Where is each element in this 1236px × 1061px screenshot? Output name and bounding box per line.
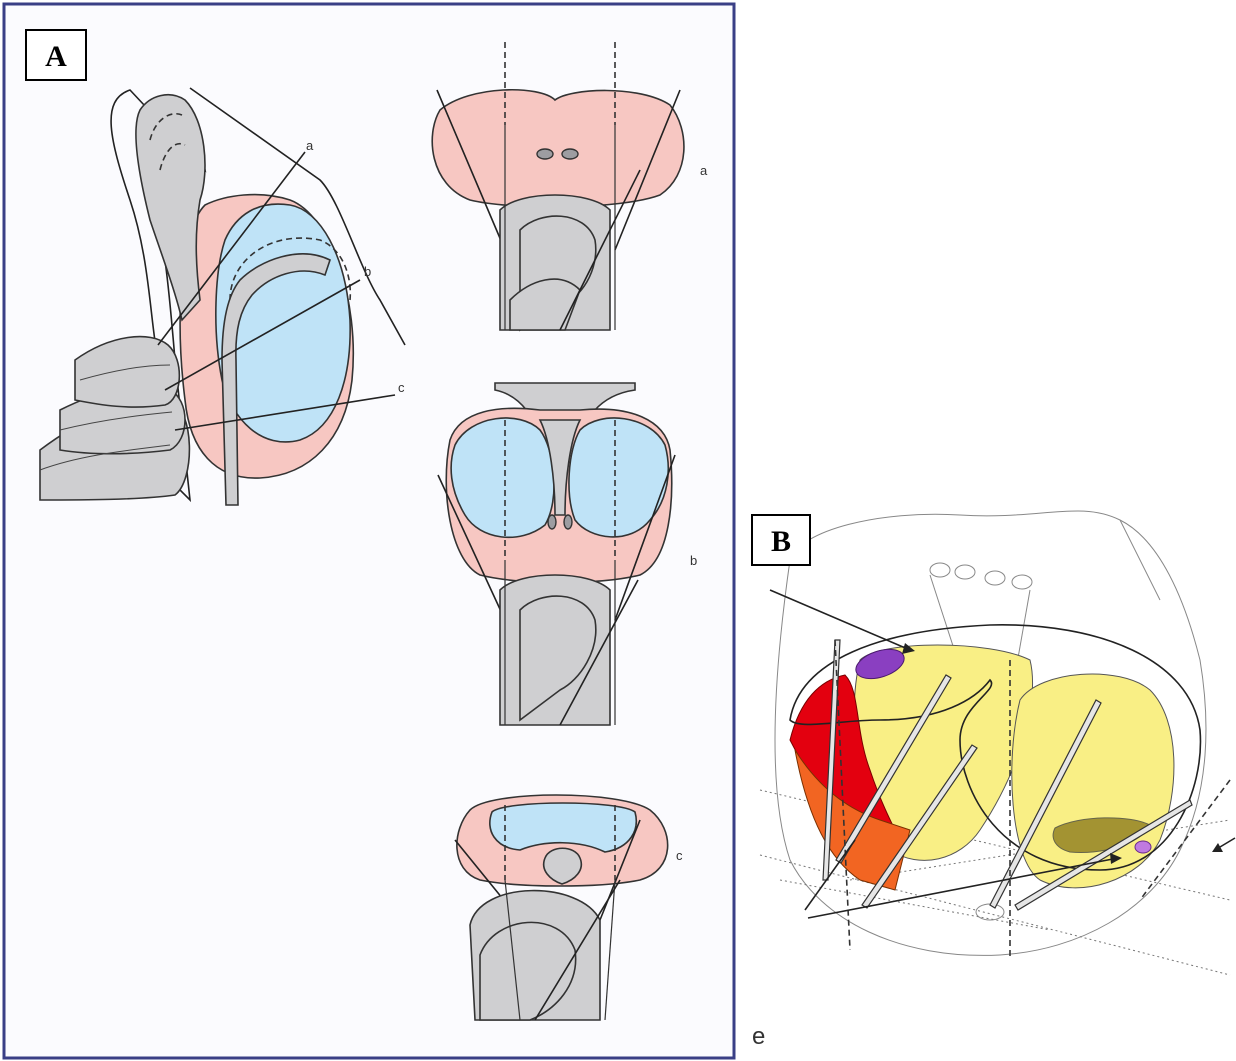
axial-label-c: c — [676, 848, 683, 863]
ejaculatory-duct-right-b — [564, 515, 572, 529]
sagittal-label-b: b — [364, 264, 371, 279]
panel-a: A — [4, 4, 734, 1058]
ejaculatory-duct-right-a — [562, 149, 578, 159]
sagittal-label-a: a — [306, 138, 314, 153]
sagittal-label-c: c — [398, 380, 405, 395]
ejaculatory-duct-left-a — [537, 149, 553, 159]
panel-b: B e — [752, 511, 1235, 1050]
panel-b-sublabel: e — [752, 1023, 765, 1050]
panel-a-tag: A — [45, 40, 67, 73]
ejaculatory-duct-left-b — [548, 515, 556, 529]
purple-lesion-small — [1135, 841, 1151, 853]
panel-b-tag: B — [771, 525, 791, 558]
axial-label-b: b — [690, 553, 697, 568]
prostate-axial-a — [432, 90, 684, 207]
axial-label-a: a — [700, 163, 708, 178]
